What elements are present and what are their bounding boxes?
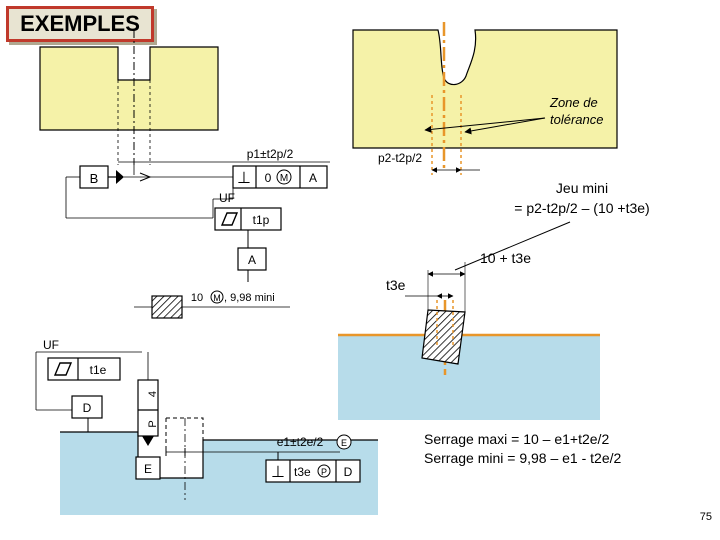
flatness-value-bottom: t1e [90,363,107,377]
datum-D-symbol [71,395,103,432]
perp-symbol-top: ⊥ [237,170,251,187]
datum-E-label: E [144,462,152,476]
serrage-min: Serrage mini = 9,98 – e1 - t2e/2 [424,450,621,466]
dim-p2-label: p2-t2p/2 [378,151,422,165]
datum-A-label: A [248,253,256,267]
zone-label-line1: Zone de [549,95,598,110]
uf-group-top [65,176,234,219]
jeu-line1: Jeu mini [556,180,608,196]
flatness-frame-top [214,207,282,248]
gauge-block [134,290,290,319]
perp-frame-bottom [265,452,361,483]
datum-B-symbol [79,165,233,189]
perp-modifier-top: M [280,173,288,184]
perp-datum-top: A [309,171,317,185]
gauge-label-num: 10 [191,292,203,304]
perp-symbol-bottom: ⊥ [271,464,285,481]
dim-p1-label: p1±t2p/2 [247,147,294,161]
datum-D-label: D [83,401,92,415]
serrage-max: Serrage maxi = 10 – e1+t2e/2 [424,431,609,447]
pin-assembly [338,262,600,420]
perp-datum-bottom: D [344,465,353,479]
slide-title: EXEMPLES [20,11,140,36]
p4-frame [137,352,159,446]
flatness-value-top: t1p [253,213,270,227]
e-circle [336,434,352,450]
t3e-label: t3e [386,277,406,293]
flatness-frame-bottom [35,351,142,411]
dim-10-label: 10 + t3e [480,250,531,266]
bottom-water [60,417,378,515]
uf-label-top: UF [219,191,235,205]
datum-E-symbol [135,456,161,480]
gauge-label-mod: M [213,293,221,303]
jeu-line2: = p2-t2p/2 – (10 +t3e) [514,200,649,216]
datum-A-symbol [237,247,267,282]
perp-modifier-bottom: P [321,467,327,477]
datum-B-label: B [90,171,99,186]
gauge-label-rest: , 9,98 mini [224,292,275,304]
zone-label-line2: tolérance [550,112,603,127]
page-number: 75 [700,511,712,523]
four-label: 4 [147,391,159,397]
title-box: EXEMPLES [6,6,154,42]
dim-e1-label: e1±t2e/2 [277,435,324,449]
perp-frame-top [232,165,328,189]
perp-value-bottom: t3e [294,465,311,479]
jeu-leader [454,221,571,271]
uf-label-bottom: UF [43,338,59,352]
p-label: P [147,420,159,427]
top-left-part [39,30,330,175]
e-circle-label: E [341,438,347,448]
perp-value-top: 0 [265,171,272,185]
top-right-part [352,22,618,175]
